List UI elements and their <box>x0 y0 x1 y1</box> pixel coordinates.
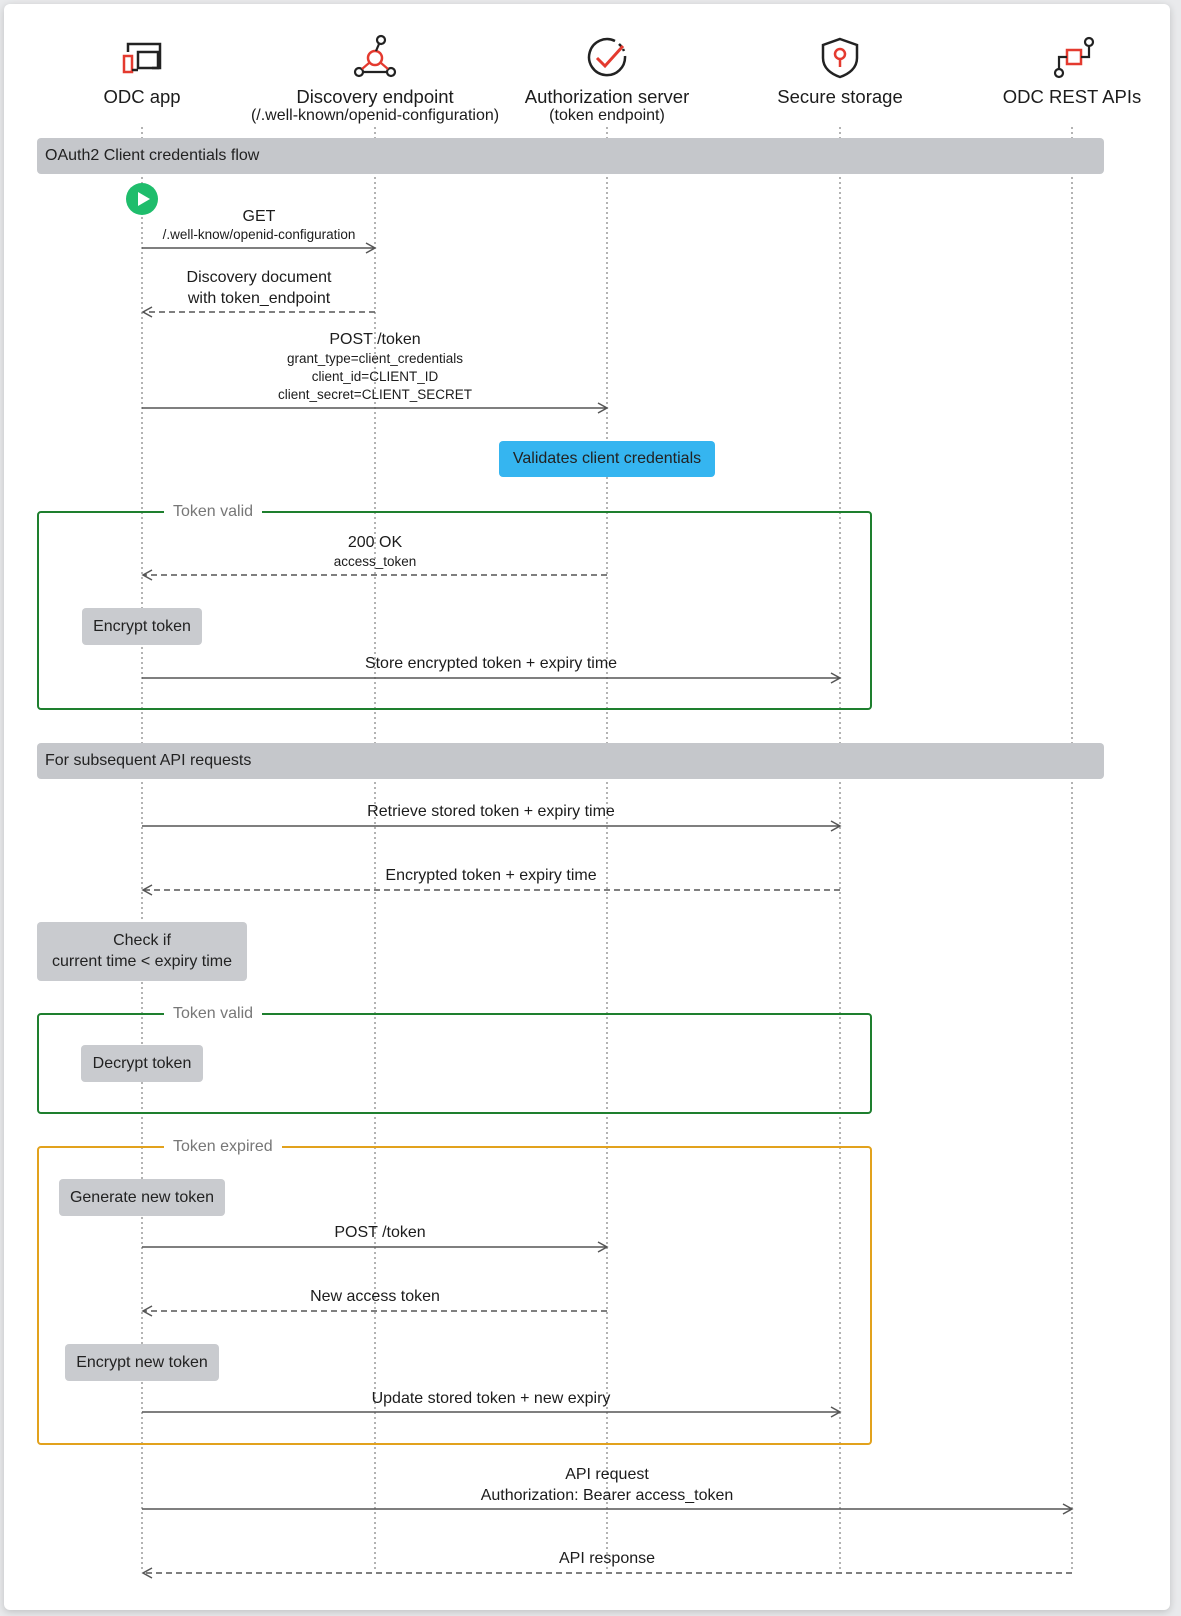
msg-post-param3: client_secret=CLIENT_SECRET <box>278 387 472 402</box>
participant-authorization-server: Authorization server <box>524 86 690 107</box>
activity-check-line1: Check if <box>113 932 171 949</box>
msg-encrypted-token-return: Encrypted token + expiry time <box>385 867 597 884</box>
msg-retrieve-token: Retrieve stored token + expiry time <box>367 803 615 820</box>
msg-discovery-line1: Discovery document <box>186 269 332 286</box>
frame-token-valid-2-label: Token valid <box>164 1004 263 1024</box>
msg-post-token-2: POST /token <box>334 1224 426 1241</box>
activity-check-line2: current time < expiry time <box>51 952 233 970</box>
msg-post-param2: client_id=CLIENT_ID <box>311 369 439 384</box>
msg-new-access-token: New access token <box>310 1288 440 1305</box>
section-oauth2-flow: OAuth2 Client credentials flow <box>37 138 1104 174</box>
msg-access-token: access_token <box>333 554 417 569</box>
participant-secure-storage: Secure storage <box>777 86 903 107</box>
msg-api-response: API response <box>558 1550 656 1567</box>
section-subsequent-requests: For subsequent API requests <box>37 743 1104 779</box>
api-connection-icon <box>1053 36 1095 79</box>
frame-token-expired-label: Token expired <box>164 1137 282 1157</box>
participant-authorization-server-sub: (token endpoint) <box>549 107 665 124</box>
play-icon <box>126 183 158 215</box>
msg-store-token: Store encrypted token + expiry time <box>364 655 618 672</box>
msg-post-param1: grant_type=client_credentials <box>287 351 463 366</box>
check-circle-icon <box>587 37 627 77</box>
participant-discovery-endpoint-sub: (/.well-known/openid-configuration) <box>250 107 500 124</box>
shield-keyhole-icon <box>821 37 859 79</box>
msg-post-title: POST /token <box>329 331 421 348</box>
diagram-card <box>4 4 1170 1610</box>
msg-get-title: GET <box>242 208 276 225</box>
msg-get-path: /.well-know/openid-configuration <box>162 227 356 242</box>
activity-decrypt-token: Decrypt token <box>81 1045 203 1082</box>
activity-check-expiry: Check if current time < expiry time <box>37 922 247 981</box>
app-window-icon <box>122 42 162 74</box>
msg-api-request-line1: API request <box>565 1466 649 1483</box>
activity-encrypt-new-token: Encrypt new token <box>65 1344 219 1381</box>
msg-200-ok: 200 OK <box>347 534 403 551</box>
activity-generate-new-token: Generate new token <box>59 1179 225 1216</box>
participant-odc-app: ODC app <box>103 86 181 107</box>
msg-discovery-line2: with token_endpoint <box>187 290 331 307</box>
note-validates-credentials: Validates client credentials <box>499 441 715 477</box>
activity-encrypt-token: Encrypt token <box>82 608 202 645</box>
msg-update-stored: Update stored token + new expiry <box>371 1390 611 1407</box>
participant-discovery-endpoint: Discovery endpoint <box>296 86 454 107</box>
participant-odc-rest-apis: ODC REST APIs <box>1002 86 1142 107</box>
frame-token-valid-1 <box>37 511 872 710</box>
frame-token-valid-2 <box>37 1013 872 1114</box>
frame-token-valid-1-label: Token valid <box>164 502 263 522</box>
network-nodes-icon <box>353 34 397 78</box>
msg-api-request-line2: Authorization: Bearer access_token <box>480 1487 734 1504</box>
frame-token-expired <box>37 1146 872 1445</box>
